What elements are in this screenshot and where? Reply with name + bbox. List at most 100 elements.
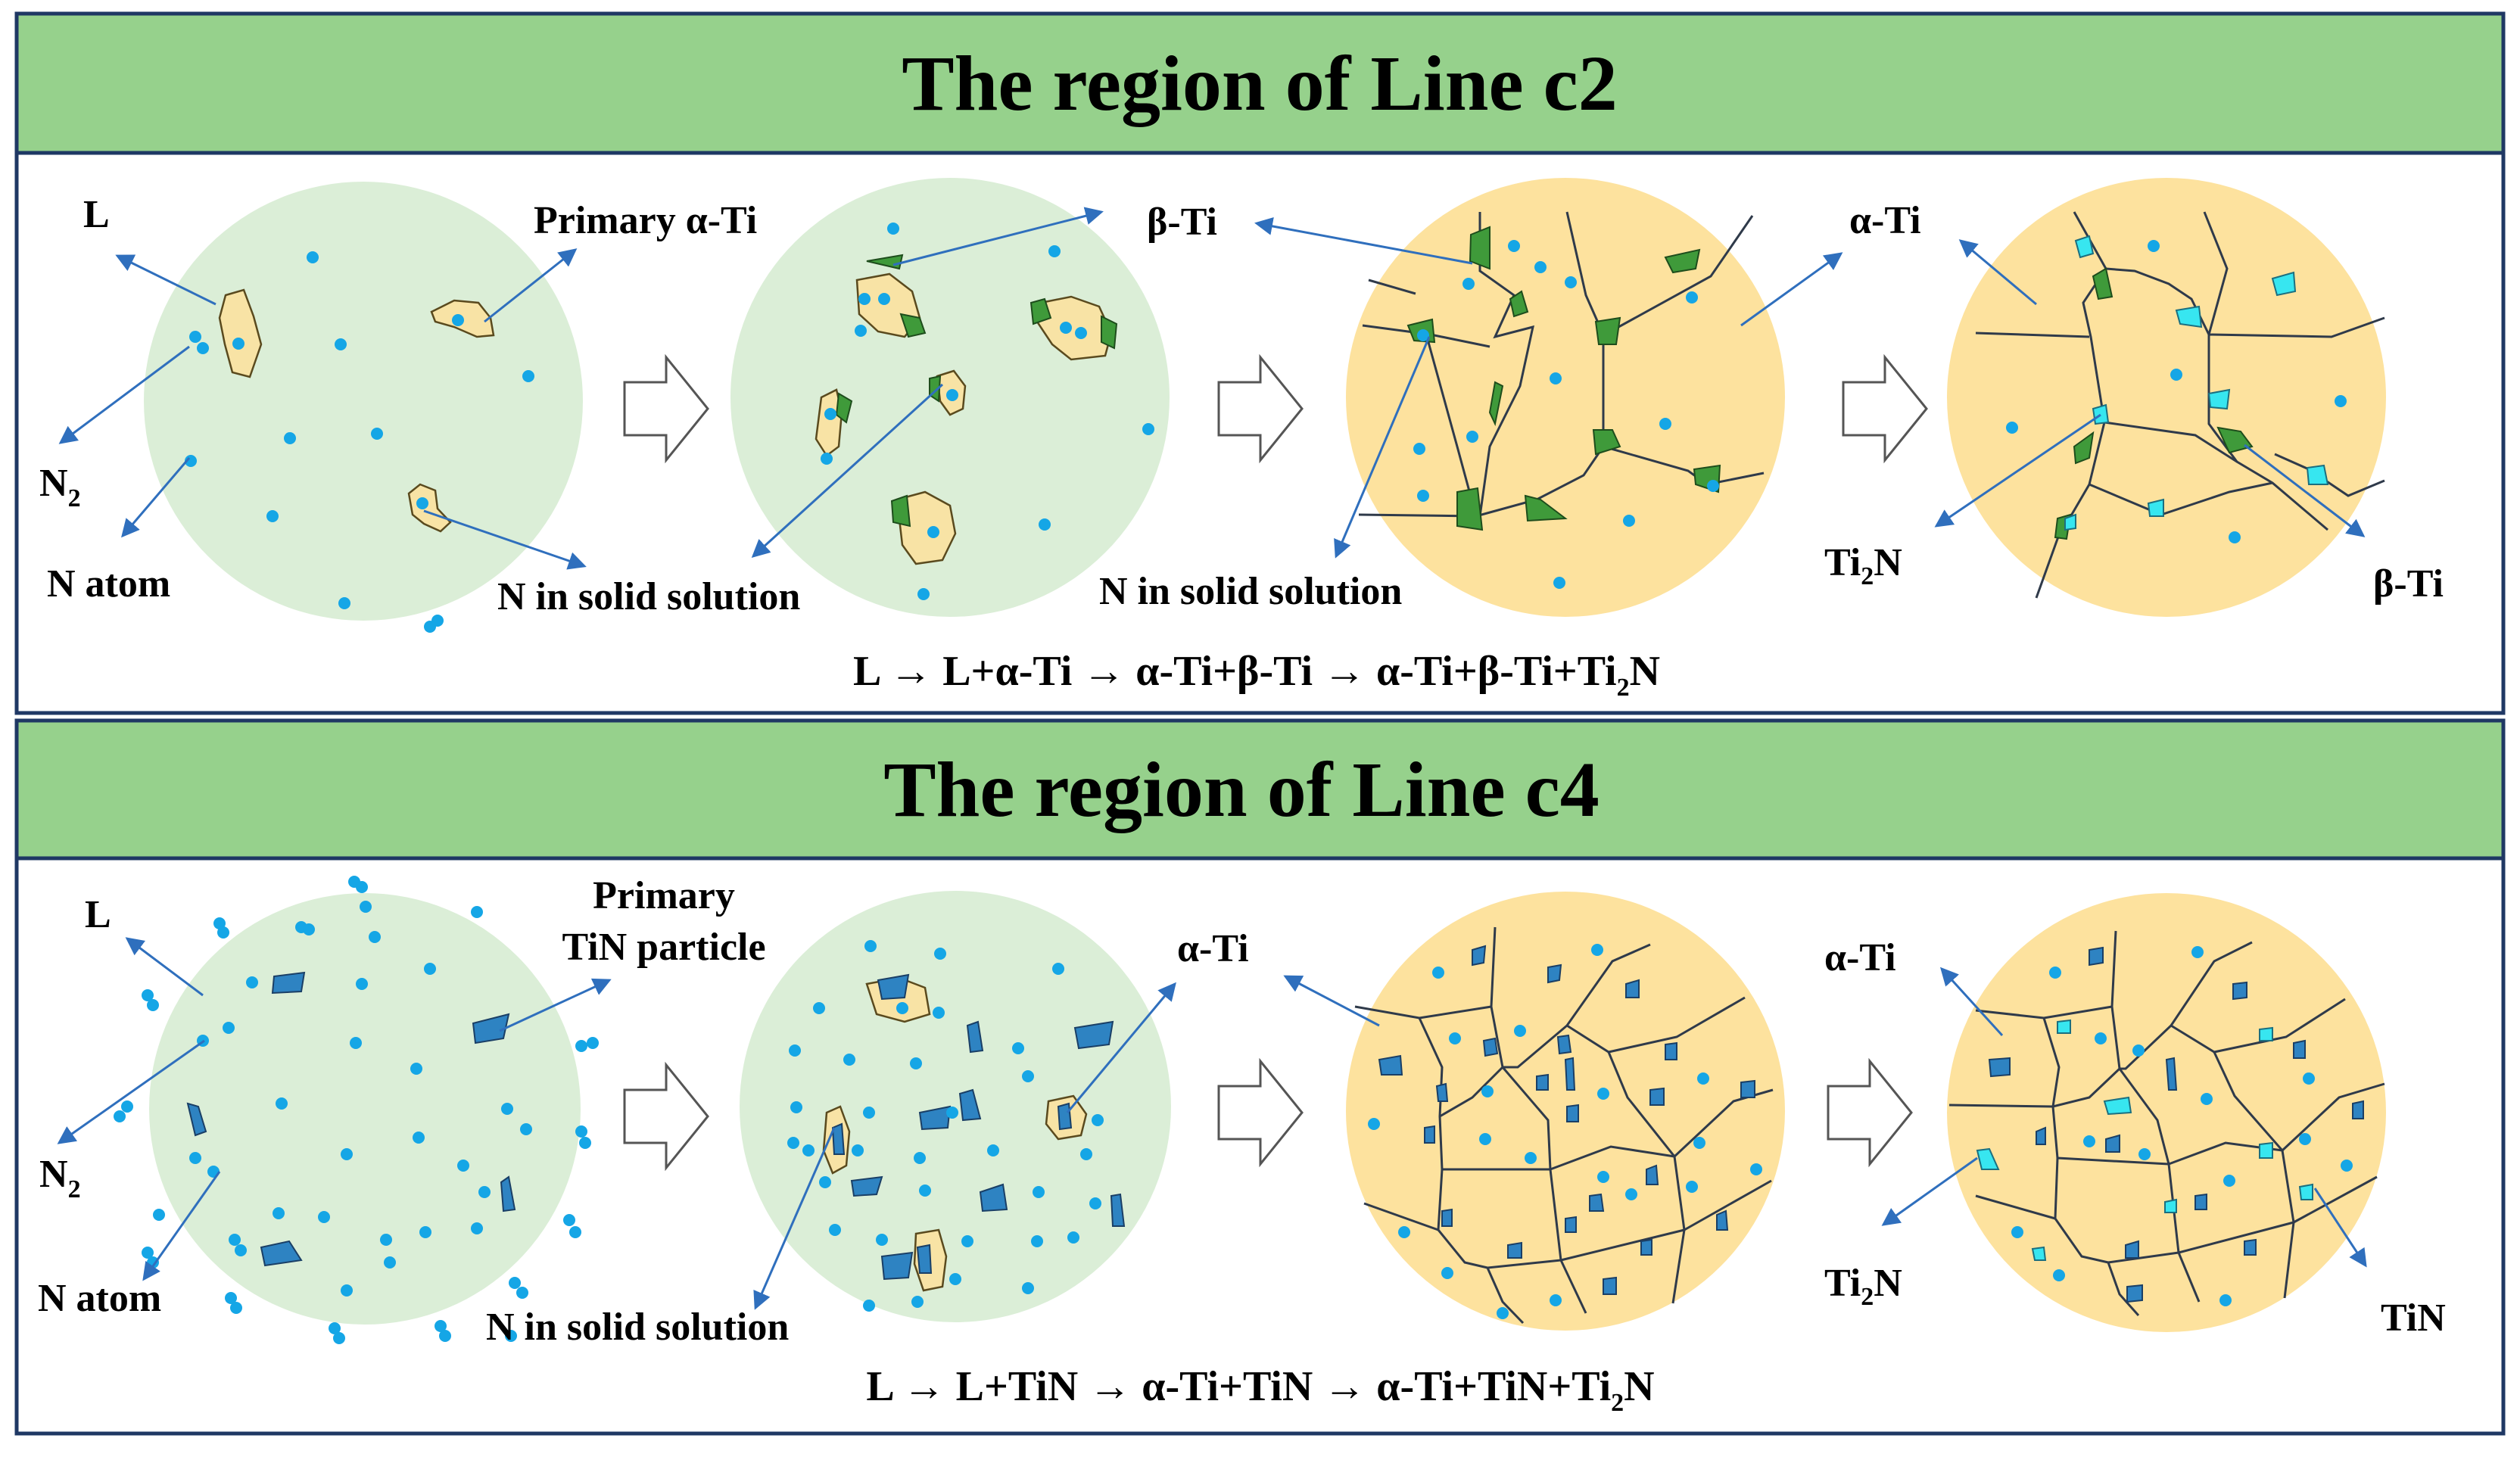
tin-particle [880,1251,914,1281]
c4-reaction-equation: L → L+TiN → α-Ti+TiN → α-Ti+TiN+Ti2N [866,1363,1654,1417]
tin-particle [1640,1238,1652,1256]
c4-stage4-ti2n [1976,1019,2313,1261]
tin-particle [1716,1209,1729,1231]
tin-particle [1547,963,1562,984]
tin-particle [916,1244,933,1274]
ti2n-particle [2031,1246,2047,1261]
tin-particle [918,1105,952,1131]
c2-leader-arrows [58,207,2366,570]
label-n2: N2 [39,1153,81,1203]
tin-particle [1988,1057,2011,1078]
tin-particle [979,1183,1008,1213]
ti2n-particle [2064,513,2076,531]
beta-ti-phase [1488,381,1504,427]
panel-c4: The region of Line c4 [14,718,2506,1436]
c4-stage2-tin [831,973,1126,1281]
c4-stage1-tin [186,971,516,1267]
c4-liquid-circle [149,893,581,1325]
label-liquid: L [85,893,111,936]
tin-particle [1057,1102,1073,1131]
tin-particle [966,1020,984,1054]
tin-particle [831,1122,846,1155]
beta-ti-phase [835,392,853,424]
c2-final-circle [1947,178,2386,617]
c2-stage3-beta [1406,226,1721,531]
ti2n-particle [2175,305,2203,328]
tin-particle [1472,945,1487,967]
label-n-atom: N atom [38,1277,161,1320]
tin-particle [260,1240,303,1267]
beta-ti-phase [1029,297,1052,325]
beta-ti-phase [2092,267,2113,300]
beta-ti-phase [1594,316,1621,345]
c2-stage1-n-dots [185,251,534,633]
c4-leader-arrows [57,937,2367,1310]
ti2n-particle [2147,498,2164,517]
c4-labels: L Primary TiN particle α-Ti α-Ti N2 N at… [38,874,2446,1417]
c4-stage2-n-dots [787,940,1104,1312]
c2-stage4-beta [2054,267,2254,540]
tin-particle [2244,1238,2257,1256]
tin-particle [2126,1284,2143,1303]
c2-stage3-n-dots [1413,240,1719,589]
beta-ti-phase [1101,315,1118,350]
label-beta-ti: β-Ti [1147,201,1217,244]
process-arrow [1217,353,1304,464]
label-liquid: L [83,193,110,236]
panel-c2-title: The region of Line c2 [902,40,1618,127]
tin-particle [2125,1240,2139,1259]
beta-ti-phase [899,313,927,338]
process-arrow [623,1061,709,1172]
tin-particle [1556,1034,1572,1055]
beta-ti-phase [1664,248,1701,274]
tin-particle [186,1102,207,1137]
tin-particle [1625,979,1640,998]
ti2n-particle [2298,1183,2313,1200]
tin-particle [472,1013,510,1044]
c2-labels: L Primary α-Ti β-Ti α-Ti N2 N atom N in … [39,193,2444,702]
c4-primary-tin-circle [740,891,1171,1322]
process-arrow [1827,1057,1913,1168]
tin-particle [1536,1073,1549,1091]
beta-ti-phase [1592,429,1621,456]
tin-particle [1435,1082,1449,1102]
label-n-solid-solution: N in solid solution [486,1306,789,1349]
c4-stage3-tin [1378,945,1755,1295]
alpha-ti-grain [896,490,957,565]
beta-ti-phase [2073,431,2095,465]
c2-stage4-ti2n [2064,235,2329,531]
label-tin: TiN [2381,1297,2446,1340]
beta-ti-phase [2216,426,2254,454]
label-beta-ti: β-Ti [2373,562,2444,605]
process-arrow [1217,1057,1304,1168]
ti2n-particle [2259,1026,2273,1041]
ti2n-particle [2057,1019,2071,1034]
label-ti2n: Ti2N [1824,1262,1902,1311]
tin-particle [1603,1276,1617,1295]
tin-particle [2194,1193,2207,1210]
panel-c2-header [14,11,2506,155]
ti2n-particle [2259,1141,2273,1159]
tin-particle [1646,1164,1659,1185]
ti2n-particle [2103,1096,2132,1116]
label-alpha-ti: α-Ti [1849,199,1921,242]
label-primary-tin-line2: TiN particle [562,926,765,969]
tin-particle [1424,1125,1435,1144]
c2-alpha-beta-circle [1346,178,1785,617]
alpha-ti-grain [407,483,452,533]
tin-particle [1665,1041,1677,1060]
ti2n-particle [2306,464,2329,485]
c4-final-circle [1947,893,2386,1332]
c2-stage2-beta [835,254,1118,528]
c2-liquid-circle [144,182,583,621]
tin-particle [1564,1057,1576,1091]
tin-particle [2036,1126,2046,1145]
tin-particle [1589,1193,1605,1212]
tin-particle [1740,1079,1755,1098]
tin-particle [958,1088,982,1122]
label-alpha-ti: α-Ti [1177,927,1249,970]
tin-particle [1565,1216,1577,1233]
label-primary-tin-line1: Primary [593,874,735,917]
c4-stage3-n-dots [1368,944,1762,1319]
